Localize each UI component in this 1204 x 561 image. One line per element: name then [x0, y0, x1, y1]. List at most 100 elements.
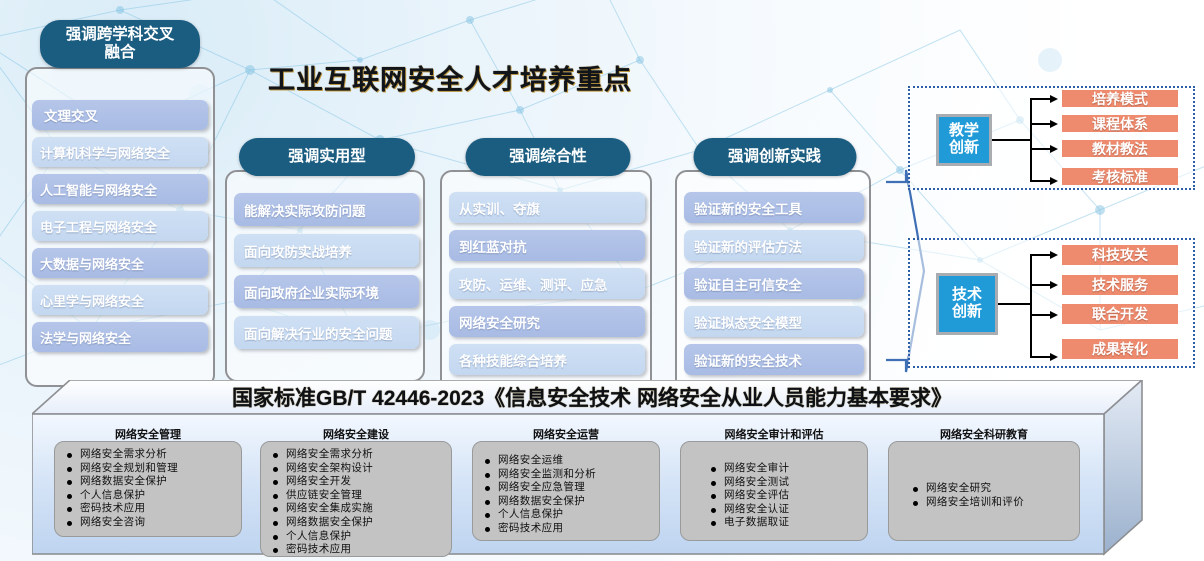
connector-trunk-vertical — [1030, 254, 1032, 358]
pillar-column-4: 强调创新实践 验证新的安全工具 验证新的评估方法 验证自主可信安全 验证拟态安全… — [672, 138, 877, 408]
connector-trunk-horizontal — [998, 303, 1032, 305]
pillar-item[interactable]: 攻防、运维、测评、应急 — [449, 268, 645, 299]
technical-innovation-core[interactable]: 技术 创新 — [936, 273, 998, 335]
standard-column-title: 网络安全管理 — [115, 429, 181, 441]
arrow-head-icon — [1050, 281, 1058, 289]
standard-item: 网络安全研究 — [911, 482, 1075, 496]
standard-item: 网络安全认证 — [709, 503, 863, 517]
standard-item: 密码技术应用 — [65, 502, 237, 516]
teaching-innovation-panel: 教学 创新 培养模式 课程体系 教材教法 考核标准 — [908, 86, 1195, 190]
pillar-2-header: 强调实用型 — [239, 138, 415, 176]
technical-innovation-panel: 技术 创新 科技攻关 技术服务 联合开发 成果转化 — [908, 238, 1195, 368]
connector-trunk-vertical — [1030, 98, 1032, 182]
national-standard-3d-box: 国家标准GB/T 42446-2023《信息安全技术 网络安全从业人员能力基本要… — [32, 380, 1172, 557]
standard-item: 密码技术应用 — [483, 522, 655, 536]
connector-branch — [1030, 180, 1050, 182]
standard-item: 网络安全需求分析 — [271, 448, 447, 462]
standard-item: 网络安全咨询 — [65, 516, 237, 530]
standard-item: 网络安全测试 — [709, 476, 863, 490]
pillar-item[interactable]: 面向政府企业实际环境 — [234, 275, 419, 308]
pillar-item[interactable]: 人工智能与网络安全 — [32, 174, 208, 204]
standard-item: 网络安全架构设计 — [271, 462, 447, 476]
standard-item: 网络安全审计 — [709, 462, 863, 476]
pillar-item[interactable]: 能解决实际攻防问题 — [234, 193, 419, 226]
pillar-item[interactable]: 大数据与网络安全 — [32, 248, 208, 278]
connector-branch — [1030, 284, 1050, 286]
standard-item: 供应链安全管理 — [271, 489, 447, 503]
connector-branch — [1030, 123, 1050, 125]
teaching-innovation-core[interactable]: 教学 创新 — [936, 114, 992, 166]
pillar-item[interactable]: 验证新的安全工具 — [684, 192, 864, 223]
teaching-box-2[interactable]: 课程体系 — [1062, 115, 1178, 132]
arrow-head-icon — [1050, 120, 1058, 128]
pillar-item[interactable]: 面向解决行业的安全问题 — [234, 316, 419, 349]
connector-branch — [1030, 148, 1050, 150]
pillar-item[interactable]: 计算机科学与网络安全 — [32, 137, 208, 167]
pillar-item[interactable]: 心里学与网络安全 — [32, 285, 208, 315]
standard-column-title: 网络安全运营 — [533, 429, 599, 441]
pillar-column-3: 强调综合性 从实训、夺旗 到红蓝对抗 攻防、运维、测评、应急 网络安全研究 各种… — [437, 138, 659, 408]
pillar-item[interactable]: 验证新的评估方法 — [684, 230, 864, 261]
pillar-item[interactable]: 文理交叉 — [32, 100, 208, 130]
standard-item: 网络数据安全保护 — [65, 475, 237, 489]
standard-column-card[interactable]: 网络安全研究 网络安全培训和评价 — [888, 441, 1080, 541]
pillar-2-items: 能解决实际攻防问题 面向攻防实战培养 面向政府企业实际环境 面向解决行业的安全问… — [234, 193, 419, 349]
standard-item: 电子数据取证 — [709, 516, 863, 530]
connector-branch — [1030, 356, 1050, 358]
arrow-head-icon — [1050, 251, 1058, 259]
teaching-box-1[interactable]: 培养模式 — [1062, 90, 1178, 107]
technical-box-3[interactable]: 联合开发 — [1062, 304, 1178, 324]
pillar-item[interactable]: 到红蓝对抗 — [449, 230, 645, 261]
pillar-3-items: 从实训、夺旗 到红蓝对抗 攻防、运维、测评、应急 网络安全研究 各种技能综合培养 — [449, 192, 645, 375]
standard-item: 网络安全培训和评价 — [911, 496, 1075, 510]
standard-item: 网络安全监测和分析 — [483, 468, 655, 482]
teaching-box-3[interactable]: 教材教法 — [1062, 140, 1178, 157]
technical-box-4[interactable]: 成果转化 — [1062, 339, 1178, 359]
pillar-column-1: 强调跨学科交叉 融合 文理交叉 计算机科学与网络安全 人工智能与网络安全 电子工… — [20, 20, 220, 390]
pillar-item[interactable]: 各种技能综合培养 — [449, 344, 645, 375]
pillar-item[interactable]: 电子工程与网络安全 — [32, 211, 208, 241]
standard-item: 密码技术应用 — [271, 543, 447, 557]
standard-item: 网络数据安全保护 — [483, 495, 655, 509]
standard-item: 网络安全开发 — [271, 475, 447, 489]
pillar-item[interactable]: 网络安全研究 — [449, 306, 645, 337]
pillar-item[interactable]: 法学与网络安全 — [32, 322, 208, 352]
standard-item: 个人信息保护 — [483, 508, 655, 522]
technical-box-2[interactable]: 技术服务 — [1062, 275, 1178, 295]
standard-item: 网络安全集成实施 — [271, 502, 447, 516]
standard-item: 个人信息保护 — [271, 530, 447, 544]
page-title: 工业互联网安全人才培养重点 — [268, 65, 632, 95]
pillar-4-items: 验证新的安全工具 验证新的评估方法 验证自主可信安全 验证拟态安全模型 验证新的… — [684, 192, 864, 375]
connector-branch — [1030, 314, 1050, 316]
standard-item: 网络安全需求分析 — [65, 448, 237, 462]
connector-branch — [1030, 98, 1050, 100]
standard-banner-title: 国家标准GB/T 42446-2023《信息安全技术 网络安全从业人员能力基本要… — [232, 387, 952, 410]
standard-column-title: 网络安全科研教育 — [940, 429, 1028, 441]
standard-column-title: 网络安全审计和评估 — [724, 429, 824, 441]
arrow-head-icon — [1050, 177, 1058, 185]
pillar-item[interactable]: 验证自主可信安全 — [684, 268, 864, 299]
pillar-item[interactable]: 面向攻防实战培养 — [234, 234, 419, 267]
standard-column-card[interactable]: 网络安全需求分析 网络安全规划和管理 网络数据安全保护 个人信息保护 密码技术应… — [54, 441, 242, 537]
standard-column-card[interactable]: 网络安全需求分析 网络安全架构设计 网络安全开发 供应链安全管理 网络安全集成实… — [260, 441, 452, 557]
pillar-1-header: 强调跨学科交叉 融合 — [40, 20, 200, 68]
standard-item: 网络安全评估 — [709, 489, 863, 503]
pillar-item[interactable]: 从实训、夺旗 — [449, 192, 645, 223]
arrow-head-icon — [1050, 145, 1058, 153]
arrow-head-icon — [1050, 95, 1058, 103]
standard-column-card[interactable]: 网络安全运维 网络安全监测和分析 网络安全应急管理 网络数据安全保护 个人信息保… — [472, 441, 660, 541]
arrow-head-icon — [1050, 311, 1058, 319]
standard-column-card[interactable]: 网络安全审计 网络安全测试 网络安全评估 网络安全认证 电子数据取证 — [680, 441, 868, 541]
teaching-box-4[interactable]: 考核标准 — [1062, 168, 1178, 185]
standard-item: 网络数据安全保护 — [271, 516, 447, 530]
pillar-3-header: 强调综合性 — [465, 138, 631, 176]
arrow-head-icon — [1050, 353, 1058, 361]
technical-box-1[interactable]: 科技攻关 — [1062, 245, 1178, 265]
standard-item: 网络安全规划和管理 — [65, 462, 237, 476]
pillar-item[interactable]: 验证拟态安全模型 — [684, 306, 864, 337]
pillar-item[interactable]: 验证新的安全技术 — [684, 344, 864, 375]
standard-item: 个人信息保护 — [65, 489, 237, 503]
standard-column-title: 网络安全建设 — [323, 429, 389, 441]
connector-trunk-horizontal — [992, 139, 1032, 141]
